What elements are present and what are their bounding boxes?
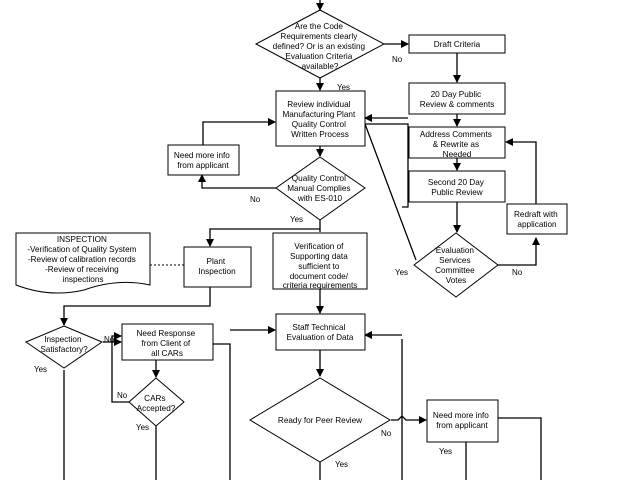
need-info-1-text: Need more info from applicant	[174, 151, 232, 170]
arrow-plant-to-insp-sat	[60, 287, 211, 326]
label-yes-review: Yes	[337, 83, 350, 92]
address-text: Address Comments & Rewrite as Needed	[420, 130, 494, 159]
arrow-qc-to-plant	[206, 220, 321, 247]
arrow-cars-no-to-response	[111, 332, 131, 403]
process-second-review	[408, 170, 506, 203]
arrow-info-to-review	[202, 118, 276, 145]
staff-eval-text: Staff Technical Evaluation of Data	[287, 323, 354, 342]
process-need-response	[121, 323, 214, 361]
label-no-committee: No	[512, 268, 523, 277]
process-verification	[272, 232, 368, 290]
process-public-review	[408, 82, 506, 115]
qc-manual-text: Quality Control Manual Complies with ES-…	[287, 174, 353, 203]
decision-committee-votes	[413, 232, 499, 298]
process-address-comments	[408, 126, 506, 159]
cars-text: CARs Accepted?	[137, 394, 176, 413]
decision-cars-accepted	[128, 377, 185, 427]
label-no-qc: No	[250, 195, 261, 204]
second20-text: Second 20 Day Public Review	[428, 178, 486, 197]
decision-code-requirements	[254, 9, 386, 79]
process-plant-inspection	[183, 246, 252, 288]
document-inspection-note	[15, 232, 151, 294]
arrow-committee-to-redraft	[497, 237, 540, 266]
label-yes-qc: Yes	[290, 215, 303, 224]
line-response-right	[213, 343, 231, 480]
label-no-draft: No	[392, 55, 403, 64]
label-yes-peer: Yes	[335, 460, 348, 469]
plant-inspection-text: Plant Inspection	[198, 257, 236, 276]
decision-inspection-satisfactory	[24, 325, 104, 369]
process-need-more-info-2	[426, 399, 499, 443]
shapes	[15, 9, 568, 463]
connectors	[60, 0, 542, 480]
process-need-more-info-1	[167, 144, 240, 176]
label-yes-need-info: Yes	[439, 447, 452, 456]
process-redraft	[506, 203, 568, 235]
draft-text: Draft Criteria	[434, 40, 481, 49]
need-info-2-text: Need more info from applicant	[433, 411, 491, 430]
verification-text: Verification of Supporting data sufficie…	[283, 242, 358, 290]
decision-peer-review	[249, 377, 391, 463]
peer-text: Ready for Peer Review	[278, 416, 362, 425]
label-no-insp: No	[104, 335, 115, 344]
line-info2-right	[498, 417, 542, 480]
arrow-qc-to-info	[198, 174, 276, 189]
arrow-second-area	[365, 123, 409, 208]
label-no-cars: No	[117, 391, 128, 400]
insp-sat-text: Inspection Satisfactory?	[40, 335, 88, 354]
label-no-peer: No	[381, 429, 392, 438]
process-draft-criteria	[408, 34, 506, 54]
decision-qc-manual	[275, 156, 366, 221]
inspection-note-text: INSPECTION -Verification of Quality Syst…	[27, 235, 139, 284]
committee-text: Evaluation Services Committee Votes	[435, 246, 477, 285]
label-yes-insp: Yes	[34, 365, 47, 374]
line-committee-to-review	[364, 123, 417, 261]
process-review-plant	[275, 90, 366, 147]
node-texts: Are the Code Requirements clearly define…	[27, 22, 560, 430]
redraft-text: Redraft with application	[514, 210, 560, 229]
public20-text: 20 Day Public Review & comments	[420, 90, 495, 109]
edge-labels: No Yes No Yes Yes No No Yes No Yes No Ye…	[34, 55, 523, 469]
label-yes-committee: Yes	[395, 268, 408, 277]
label-yes-cars: Yes	[136, 423, 149, 432]
arrow-peer-to-info	[391, 415, 427, 424]
review-process-text: Review individual Manufacturing Plant Qu…	[282, 100, 357, 139]
arrow-redraft-to-address	[505, 138, 537, 204]
process-staff-evaluation	[275, 313, 366, 351]
d1-text: Are the Code Requirements clearly define…	[273, 22, 368, 71]
need-response-text: Need Response from Client of all CARs	[137, 329, 198, 358]
